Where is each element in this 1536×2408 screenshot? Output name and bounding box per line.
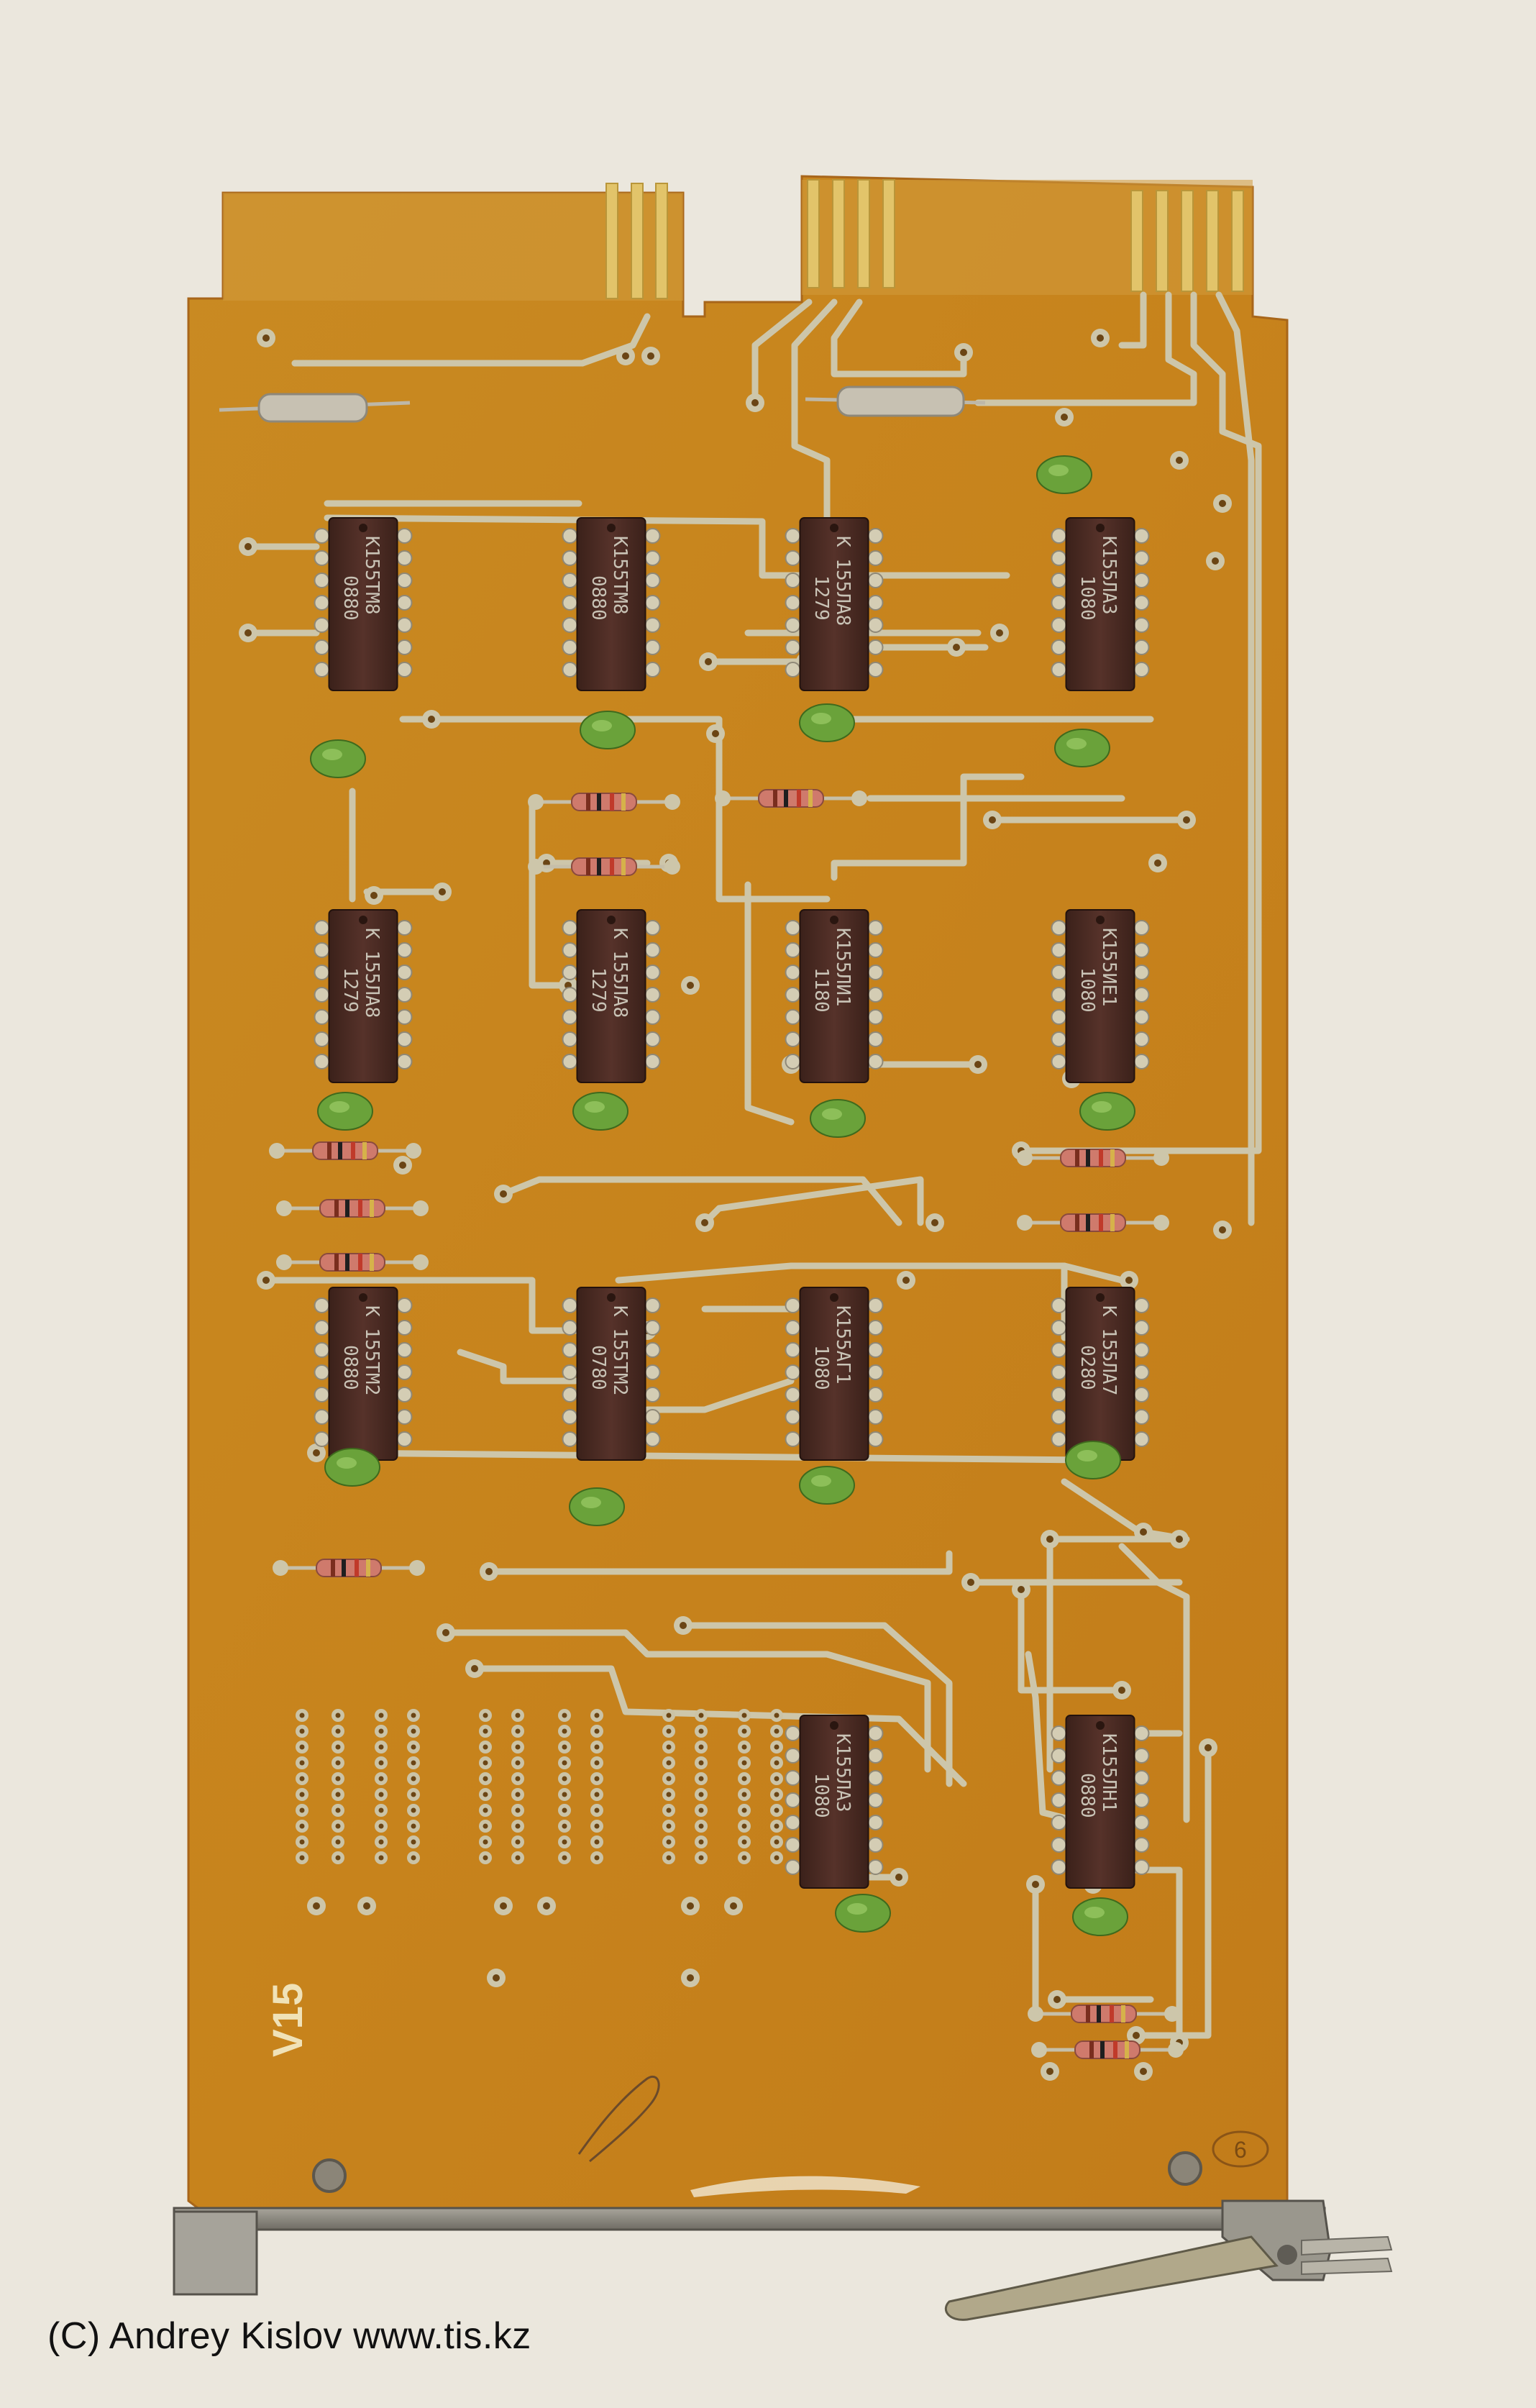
ceramic-capacitor xyxy=(324,1448,380,1487)
ceramic-capacitor xyxy=(572,1092,628,1131)
ceramic-capacitor xyxy=(1065,1441,1121,1479)
ic-date-code: 1279 xyxy=(588,967,609,1013)
mount-hole-right xyxy=(1168,2151,1202,2186)
ceramic-capacitor xyxy=(799,1466,855,1505)
edge-connector-right xyxy=(802,180,1253,295)
ic-date-code: 1279 xyxy=(810,575,832,621)
ic-label: К155АГ1 xyxy=(832,1305,854,1385)
resistor xyxy=(715,789,867,808)
ceramic-capacitor xyxy=(317,1092,373,1131)
resistor xyxy=(273,1559,425,1577)
ic-date-code: 1279 xyxy=(339,967,361,1013)
metal-bracket xyxy=(173,2199,1393,2296)
ceramic-capacitor xyxy=(835,1894,891,1933)
ic-date-code: 0880 xyxy=(339,1345,361,1390)
handwritten-mark xyxy=(577,2076,660,2163)
ic-date-code: 0880 xyxy=(339,575,361,621)
ceramic-capacitor xyxy=(1079,1092,1135,1131)
resistor xyxy=(1028,2005,1180,2023)
ic-label: К 155ЛА8 xyxy=(361,928,383,1018)
ic-date-code: 1180 xyxy=(810,967,832,1013)
mount-hole-left xyxy=(312,2158,347,2193)
ic-label: К155ЛИ1 xyxy=(832,928,854,1007)
ceramic-capacitor xyxy=(799,703,855,742)
ic-date-code: 0880 xyxy=(588,575,609,621)
ceramic-capacitor xyxy=(1054,729,1110,767)
resistor xyxy=(1017,1213,1169,1232)
ic-date-code: 0780 xyxy=(588,1345,609,1390)
ic-date-code: 0280 xyxy=(1076,1345,1098,1390)
ejector-lever xyxy=(944,2235,1279,2321)
resistors xyxy=(269,789,1184,2059)
ic-label: К 155ЛА8 xyxy=(832,536,854,626)
ceramic-capacitor xyxy=(1036,455,1092,494)
ceramic-capacitors xyxy=(310,455,1135,1936)
axial-capacitor-right xyxy=(805,386,986,417)
axial-capacitor-left xyxy=(219,393,411,423)
resistor xyxy=(276,1253,429,1272)
ic-date-code: 1080 xyxy=(810,1773,832,1818)
ic-label: К155ЛН1 xyxy=(1098,1733,1120,1812)
ceramic-capacitor xyxy=(310,739,366,778)
ic-date-code: 0880 xyxy=(1076,1773,1098,1818)
ic-label: К 155ТМ2 xyxy=(609,1305,631,1395)
ic-label: К155ТМ8 xyxy=(361,536,383,615)
board-marking: V15 xyxy=(265,1983,311,2057)
ceramic-capacitor xyxy=(1072,1897,1128,1936)
resistor xyxy=(528,857,680,876)
board-number-circle xyxy=(1212,2130,1269,2168)
ceramic-capacitor xyxy=(810,1099,866,1138)
resistor xyxy=(528,793,680,811)
ceramic-capacitor xyxy=(580,711,636,749)
ic-label: К155ТМ8 xyxy=(609,536,631,615)
ic-date-code: 1080 xyxy=(1076,575,1098,621)
ic-date-code: 1080 xyxy=(810,1345,832,1390)
photo-credit: (C) Andrey Kislov www.tis.kz xyxy=(47,2315,531,2357)
pad-grid xyxy=(296,1709,783,1864)
ic-label: К 155ЛА7 xyxy=(1098,1305,1120,1395)
resistor xyxy=(1017,1149,1169,1167)
ic-label: К 155ЛА8 xyxy=(609,928,631,1018)
ic-label: К155ИЕ1 xyxy=(1098,928,1120,1007)
resistor xyxy=(1031,2040,1184,2059)
gold-fingers xyxy=(605,179,1244,299)
resistor xyxy=(276,1199,429,1218)
ic-label: К155ЛА3 xyxy=(832,1733,854,1812)
ceramic-capacitor xyxy=(569,1487,625,1526)
ic-label: К 155ТМ2 xyxy=(361,1305,383,1395)
resistor xyxy=(269,1141,421,1160)
ic-label: К155ЛА3 xyxy=(1098,536,1120,615)
ic-date-code: 1080 xyxy=(1076,967,1098,1013)
light-glare xyxy=(690,2176,920,2197)
board-number: 6 xyxy=(1234,2137,1247,2163)
